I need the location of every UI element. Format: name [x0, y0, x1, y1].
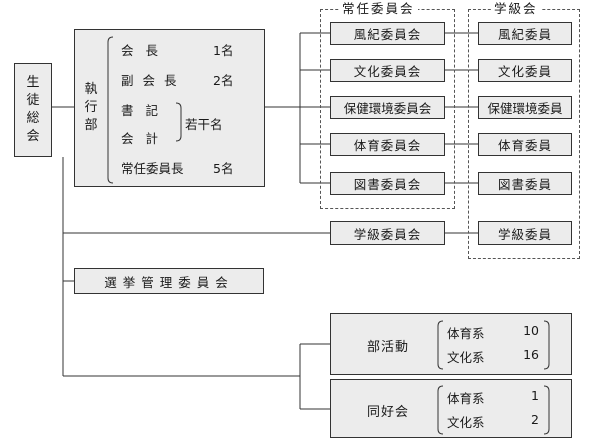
- student-council-char: 会: [26, 129, 40, 144]
- clubs-close-bracket: [543, 320, 550, 370]
- committee-label: 文化委員会: [353, 64, 422, 79]
- hobby-groups-label: 同好会: [367, 405, 410, 420]
- executive-box: 執 行 部 会長 1名 副会長 2名 書記 会計 若干名 常任委員長 5名: [74, 29, 265, 187]
- committee-label: 図書委員会: [353, 177, 422, 192]
- secretary-treasurer-count: 若干名: [185, 117, 223, 132]
- role-standing-chair: 常任委員長: [121, 161, 184, 176]
- class-representative-box: 学級委員: [478, 221, 572, 245]
- member-health-environment: 保健環境委員: [478, 96, 572, 119]
- committee-label: 体育委員会: [353, 138, 422, 153]
- committee-discipline: 風紀委員会: [330, 22, 445, 45]
- hobby-close-bracket: [543, 385, 550, 435]
- clubs-culture-count: 16: [523, 347, 539, 362]
- role-treasurer: 会計: [121, 131, 171, 146]
- member-label: 保健環境委員: [487, 101, 563, 116]
- executive-roles-bracket: [107, 36, 114, 184]
- clubs-open-bracket: [437, 320, 444, 370]
- committee-culture: 文化委員会: [330, 59, 445, 82]
- member-sports: 体育委員: [478, 133, 572, 156]
- committee-label: 風紀委員会: [353, 27, 422, 42]
- class-committee-label: 学級委員会: [353, 226, 422, 242]
- hobby-sports-count: 1: [531, 388, 539, 403]
- role-vice-president-count: 2名: [213, 73, 234, 88]
- hobby-culture-count: 2: [531, 412, 539, 427]
- hobby-groups-box: 同好会 体育系 1 文化系 2: [330, 379, 572, 438]
- student-council-box: 生 徒 総 会: [14, 63, 52, 157]
- student-council-char: 総: [26, 111, 40, 126]
- clubs-label: 部活動: [367, 340, 410, 355]
- executive-label-char: 執: [84, 82, 98, 97]
- executive-label: 執 行 部: [79, 78, 103, 138]
- member-label: 風紀委員: [497, 27, 552, 42]
- hobby-open-bracket: [437, 385, 444, 435]
- clubs-culture-name: 文化系: [447, 350, 485, 365]
- member-library: 図書委員: [478, 172, 572, 195]
- member-culture: 文化委員: [478, 59, 572, 82]
- committee-label: 保健環境委員会: [343, 101, 432, 116]
- class-representative-label: 学級委員: [497, 226, 552, 242]
- committee-library: 図書委員会: [330, 172, 445, 195]
- student-council-char: 徒: [26, 93, 40, 108]
- class-council-title: 学級会: [491, 2, 541, 16]
- member-label: 体育委員: [497, 138, 552, 153]
- election-committee-label: 選挙管理委員会: [104, 274, 234, 290]
- clubs-box: 部活動 体育系 10 文化系 16: [330, 313, 572, 375]
- role-secretary: 書記: [121, 103, 171, 118]
- hobby-sports-name: 体育系: [447, 391, 485, 406]
- class-committee-box: 学級委員会: [330, 221, 445, 245]
- clubs-sports-name: 体育系: [447, 326, 485, 341]
- executive-label-char: 部: [84, 118, 98, 133]
- committee-sports: 体育委員会: [330, 133, 445, 156]
- hobby-culture-name: 文化系: [447, 415, 485, 430]
- student-council-char: 生: [26, 75, 40, 90]
- role-president: 会長: [121, 43, 171, 58]
- member-label: 図書委員: [497, 177, 552, 192]
- role-standing-chair-count: 5名: [213, 161, 234, 176]
- role-president-count: 1名: [213, 43, 234, 58]
- member-discipline: 風紀委員: [478, 22, 572, 45]
- committee-health-environment: 保健環境委員会: [330, 96, 445, 119]
- member-label: 文化委員: [497, 64, 552, 79]
- standing-committees-title: 常任委員会: [339, 2, 418, 16]
- clubs-sports-count: 10: [523, 323, 539, 338]
- secretary-treasurer-bracket: [175, 102, 182, 142]
- election-committee-box: 選挙管理委員会: [74, 268, 264, 294]
- executive-label-char: 行: [84, 100, 98, 115]
- role-vice-president: 副会長: [121, 73, 186, 88]
